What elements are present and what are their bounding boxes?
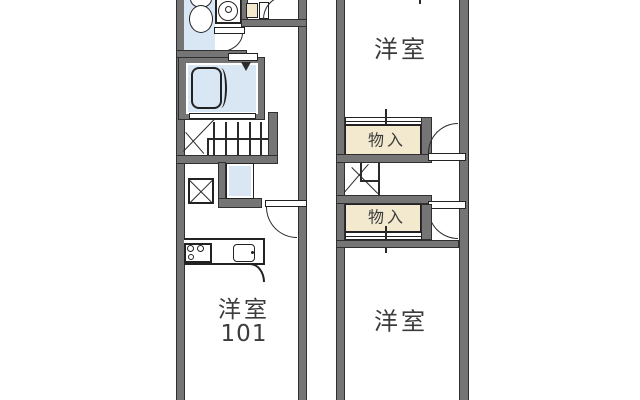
- door-leaf: [428, 201, 466, 209]
- door-arc: [428, 209, 458, 239]
- wall: [421, 204, 432, 240]
- room-101-label-line2: 101: [220, 321, 268, 347]
- sink-icon: [233, 244, 255, 262]
- wall: [336, 154, 432, 163]
- upper-closet-label: 物入: [367, 130, 407, 150]
- threshold: [189, 113, 256, 119]
- upper-room-label: 洋室: [374, 35, 428, 64]
- wall: [336, 240, 459, 248]
- toilet-icon: [189, 5, 213, 33]
- bathtub-edge: [221, 68, 227, 108]
- wall: [241, 19, 307, 27]
- room-101-label: 洋室 101: [218, 298, 270, 346]
- stove-burner-icon: [188, 254, 194, 260]
- entrance-door-icon: [265, 200, 307, 207]
- sliding-door-icon: [345, 117, 422, 125]
- lower-closet-label: 物入: [367, 207, 407, 227]
- room-101-label-line1: 洋室: [218, 296, 270, 323]
- lower-room-label: 洋室: [374, 307, 428, 336]
- center-tick: [385, 109, 387, 127]
- refrigerator-space-icon: [188, 178, 214, 204]
- bathtub-icon: [191, 67, 222, 109]
- door-arc: [428, 123, 458, 153]
- upper-closet: [345, 125, 421, 155]
- wall: [336, 195, 432, 204]
- stove-burner-icon: [187, 245, 194, 252]
- window-tick: [419, 0, 421, 4]
- stove-burner-icon: [197, 245, 204, 252]
- bath-door-icon: [228, 53, 258, 61]
- washing-machine-icon: [225, 6, 232, 13]
- wall: [218, 198, 262, 208]
- bath-door-swing-icon: [241, 62, 251, 71]
- wall: [176, 0, 185, 400]
- door-arc: [266, 207, 297, 238]
- center-tick: [385, 226, 387, 253]
- door-leaf: [428, 153, 466, 161]
- lower-closet: [345, 204, 421, 232]
- faucet-icon: [251, 251, 254, 254]
- wall: [459, 0, 469, 400]
- sliding-door-icon: [345, 232, 422, 240]
- washbasin-icon: [246, 3, 258, 18]
- kitchen-counter: [250, 263, 265, 282]
- storage-box-icon: [226, 163, 254, 199]
